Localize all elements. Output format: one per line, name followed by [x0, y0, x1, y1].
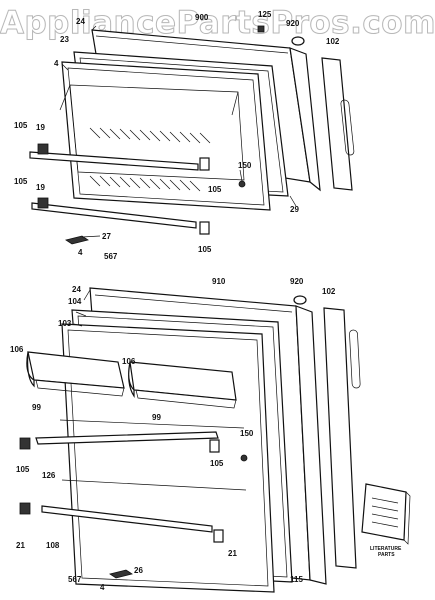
freezer-shelf-bar-lower: [31, 202, 197, 229]
label-19-lower: 19: [36, 183, 45, 192]
freezer-outer-door-side: [289, 47, 321, 192]
label-105-upper: 105: [14, 121, 28, 130]
label-106-left: 106: [10, 345, 24, 354]
freezer-part-125: [257, 25, 265, 33]
fresh-shelf-bar-upper: [35, 431, 219, 445]
label-108: 108: [46, 541, 60, 550]
label-105-left: 105: [16, 465, 30, 474]
freezer-bar-cap-right-lower: [199, 221, 210, 235]
label-21-right: 21: [228, 549, 237, 558]
fresh-door-bin-right: [128, 361, 237, 409]
fresh-door-handle-trim: [323, 307, 357, 569]
fresh-bar-cap-left-lower: [19, 502, 31, 515]
freezer-screw-150: [238, 180, 246, 188]
literature-label-line1: LITERATURE: [370, 546, 402, 552]
fresh-shelf-bar-lower: [41, 505, 213, 533]
label-920: 920: [286, 19, 300, 28]
freezer-plug-920: [291, 36, 305, 46]
label-150: 150: [238, 161, 252, 170]
label-99-left: 99: [32, 403, 41, 412]
freezer-shelf-bar-upper: [29, 151, 199, 171]
freezer-bar-cap-left-lower: [37, 197, 49, 209]
label-24-lower: 24: [72, 285, 81, 294]
freezer-door-handle-trim: [321, 57, 353, 191]
label-104: 104: [68, 297, 82, 306]
label-105-mid: 105: [208, 185, 222, 194]
label-24: 24: [76, 17, 85, 26]
fresh-bar-cap-right-lower: [213, 529, 224, 543]
fresh-bar-cap-left-upper: [19, 437, 31, 450]
label-27: 27: [102, 232, 111, 241]
label-126: 126: [42, 471, 56, 480]
fresh-screw-150: [240, 454, 248, 462]
label-23: 23: [60, 35, 69, 44]
label-21-left: 21: [16, 541, 25, 550]
label-103: 103: [58, 319, 72, 328]
freezer-door-assembly: 24 900 125 920 102 23 4 105 19 150 105 2…: [14, 10, 355, 261]
label-26: 26: [134, 566, 143, 575]
label-920-lower: 920: [290, 277, 304, 286]
label-105-bottom: 105: [198, 245, 212, 254]
fresh-bracket-26: [109, 569, 133, 579]
label-900: 900: [195, 13, 209, 22]
fresh-bar-cap-right-upper: [209, 439, 220, 453]
fresh-outer-door-side: [295, 305, 327, 585]
label-125: 125: [258, 10, 272, 19]
freezer-shelf-grille: [89, 127, 211, 192]
freezer-bar-cap-left-upper: [37, 143, 49, 155]
fresh-food-door-assembly: 910 920 24 102 104 103 106 106 99 99 105…: [10, 277, 411, 593]
label-105-lower: 105: [14, 177, 28, 186]
fresh-door-bin-left: [26, 351, 125, 397]
label-99-right: 99: [152, 413, 161, 422]
freezer-door-liner: [61, 61, 271, 211]
label-106-right: 106: [122, 357, 136, 366]
label-567-lower: 567: [68, 575, 82, 584]
label-150-lower: 150: [240, 429, 254, 438]
label-102: 102: [326, 37, 340, 46]
label-105-right: 105: [210, 459, 224, 468]
fresh-plug-920: [293, 295, 307, 305]
label-4-lower: 4: [100, 583, 105, 592]
label-4: 4: [54, 59, 59, 68]
freezer-bar-cap-right-upper: [199, 157, 210, 171]
freezer-bracket-27: [65, 235, 89, 245]
label-567: 567: [104, 252, 118, 261]
label-115: 115: [290, 575, 303, 584]
label-4-bottom: 4: [78, 248, 83, 257]
label-29: 29: [290, 205, 299, 214]
literature-parts-booklet: [361, 483, 411, 545]
label-102-lower: 102: [322, 287, 336, 296]
label-910: 910: [212, 277, 226, 286]
label-19-upper: 19: [36, 123, 45, 132]
literature-label-line2: PARTS: [378, 552, 395, 558]
watermark: AppliancePartsPros.com: [0, 5, 435, 42]
